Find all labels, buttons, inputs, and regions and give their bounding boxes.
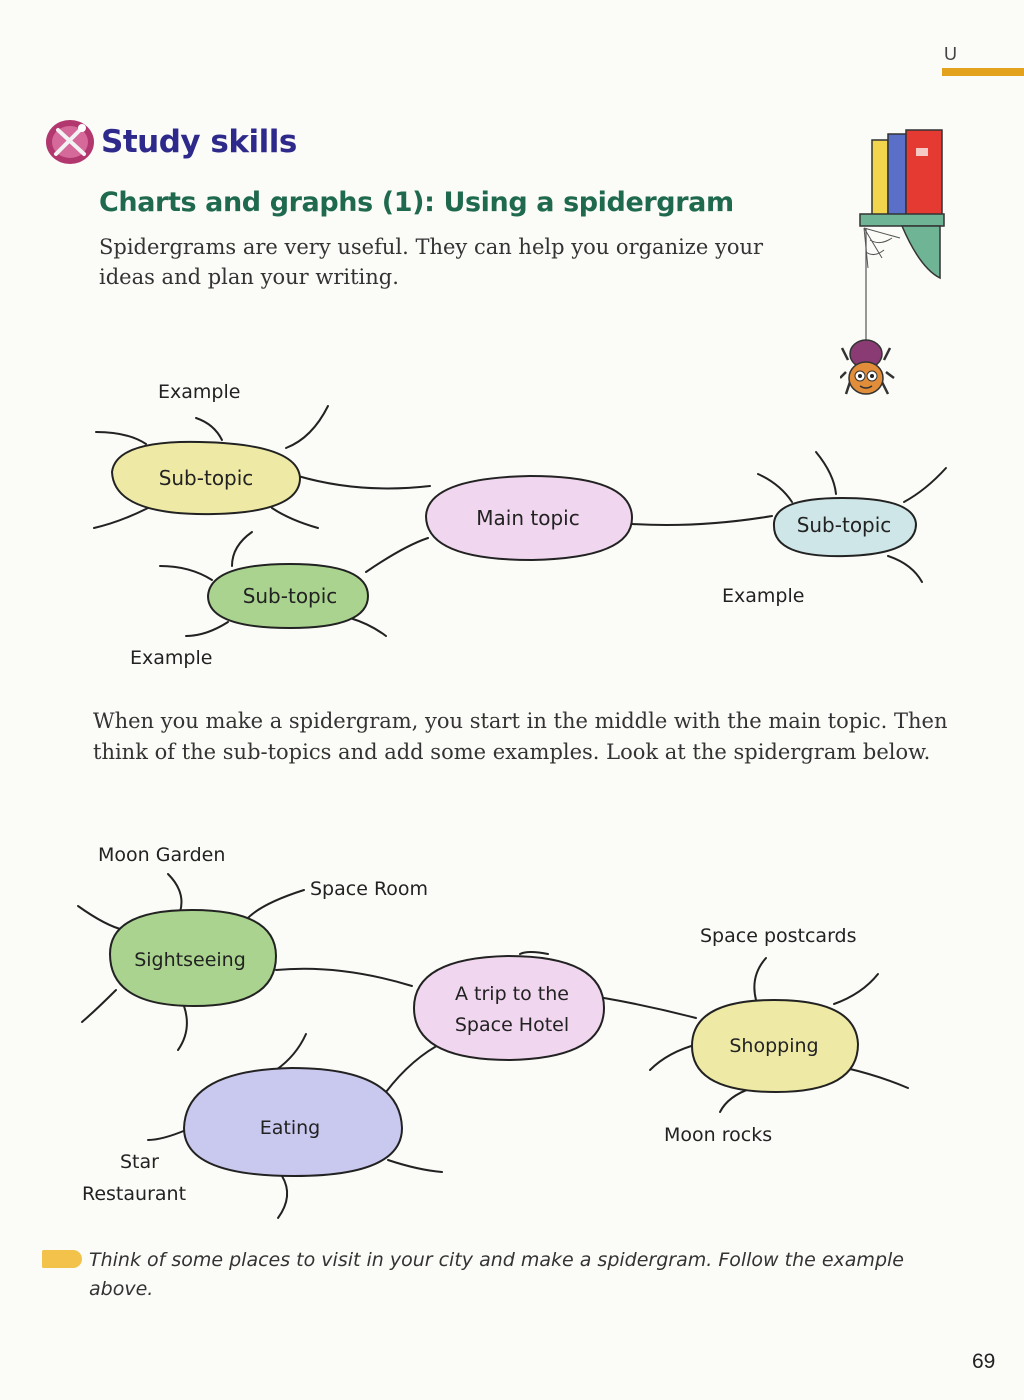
intro-paragraph: Spidergrams are very useful. They can he… xyxy=(99,235,764,289)
tools-icon xyxy=(46,120,94,164)
books-icon xyxy=(871,129,943,217)
task-instruction: Think of some places to visit in your ci… xyxy=(89,1249,904,1300)
shopping-bubble xyxy=(690,998,860,1094)
space-postcards-label: Space postcards xyxy=(700,925,857,947)
bookshelf-illustration xyxy=(840,129,945,395)
spider-icon xyxy=(840,339,895,395)
moon-rocks-label: Moon rocks xyxy=(664,1124,772,1146)
subtopic-right-label: Sub-topic xyxy=(797,513,892,537)
star-restaurant-label-line1: Star xyxy=(120,1151,159,1173)
page-number: 69 xyxy=(972,1350,996,1373)
space-hotel-label-line1: A trip to the xyxy=(455,983,569,1005)
instruction-paragraph: When you make a spidergram, you start in… xyxy=(93,709,948,764)
star-restaurant-label-line2: Restaurant xyxy=(82,1183,186,1205)
unit-tab-letter: U xyxy=(944,44,957,64)
sightseeing-label: Sightseeing xyxy=(134,949,246,971)
example-bottom-left-label: Example xyxy=(130,647,212,669)
space-hotel-bubble xyxy=(412,954,606,1062)
shopping-label: Shopping xyxy=(729,1035,818,1057)
subtopic-top-left-bubble xyxy=(110,440,302,516)
spidergram-template: Sub-topic Main topic Sub-topic Sub-topic… xyxy=(93,381,947,669)
subtopic-bottom-left-label: Sub-topic xyxy=(243,584,338,608)
main-topic-label: Main topic xyxy=(476,506,579,530)
space-hotel-label-line2: Space Hotel xyxy=(455,1014,569,1036)
task-marker xyxy=(42,1250,82,1268)
sightseeing-bubble xyxy=(108,908,278,1008)
eating-bubble xyxy=(182,1066,404,1178)
main-topic-bubble xyxy=(424,474,634,562)
unit-tab-bar xyxy=(942,68,1024,76)
subtopic-bottom-left-bubble xyxy=(206,562,370,630)
spidergram-space-hotel: Sightseeing A trip to the Space Hotel Sh… xyxy=(77,844,909,1219)
space-room-label: Space Room xyxy=(310,878,428,900)
example-top-left-label: Example xyxy=(158,381,240,403)
moon-garden-label: Moon Garden xyxy=(98,844,225,866)
section-title: Study skills xyxy=(101,124,297,160)
lesson-title: Charts and graphs (1): Using a spidergra… xyxy=(99,187,734,218)
subtopic-top-left-label: Sub-topic xyxy=(159,466,254,490)
example-right-label: Example xyxy=(722,585,804,607)
eating-label: Eating xyxy=(260,1117,320,1139)
subtopic-right-bubble xyxy=(772,496,918,558)
